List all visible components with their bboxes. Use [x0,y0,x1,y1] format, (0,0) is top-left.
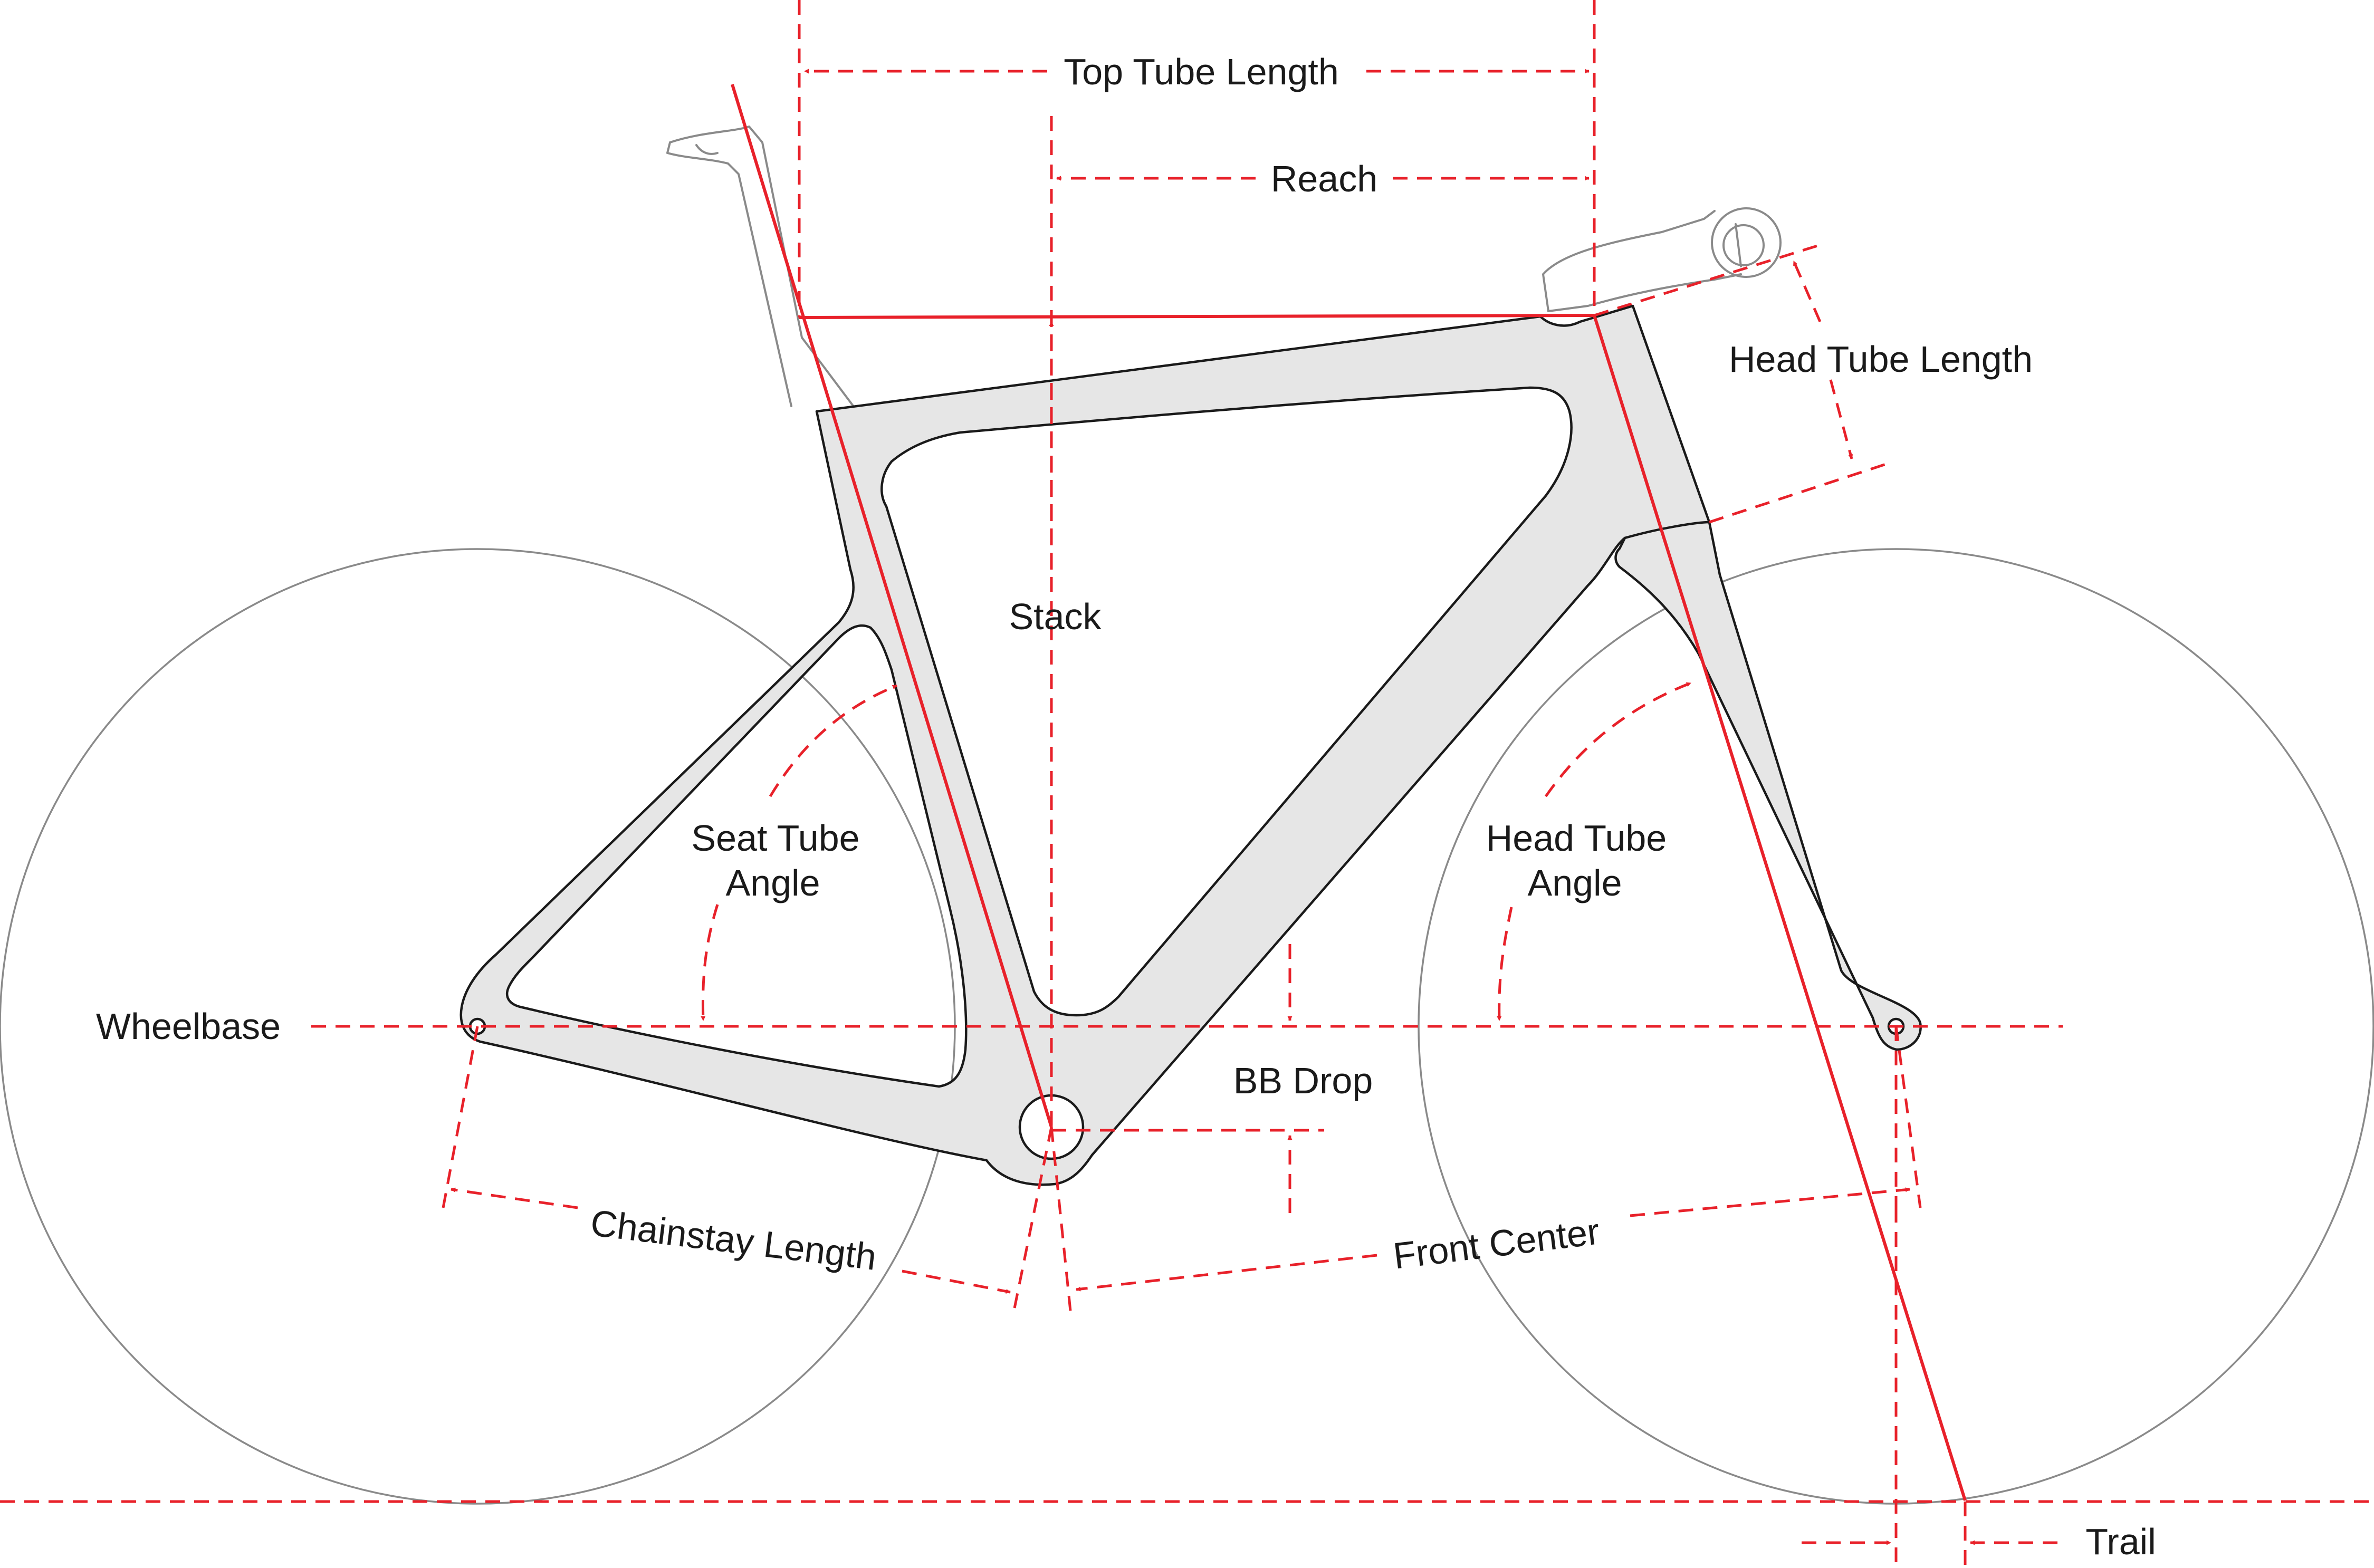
fork [1614,521,1922,1051]
front-center-label: Front Center [1391,1210,1602,1276]
head-tube-angle-label-line1: Head Tube [1486,817,1667,859]
chainstay-ref-rear [442,1026,479,1208]
bb-drop-label: BB Drop [1233,1060,1373,1101]
chainstay-ref-bb-2 [1050,1127,1073,1316]
chainstay-length-label: Chainstay Length [588,1202,878,1278]
stack-label: Stack [1009,596,1102,637]
head-tube-length-label: Head Tube Length [1729,339,2033,380]
head-tube-top-ref [1594,244,1818,317]
head-tube-length-arrow-bottom [1829,379,1853,459]
virtual-top-tube [799,314,1595,319]
head-tube-axis [1593,315,1967,1501]
head-tube-bottom-ref [1709,463,1887,524]
front-center-arrow-left [1076,1254,1377,1292]
chainstay-arrow-right [902,1269,1011,1294]
reach-label: Reach [1271,158,1377,199]
stem-and-handlebar [1542,207,1782,312]
seat-tube-angle-label-line1: Seat Tube [691,817,859,859]
chainstay-ref-bb-1 [1011,1127,1053,1316]
seat-tube-axis [731,84,1053,1128]
top-tube-length-label: Top Tube Length [1064,51,1339,92]
wheelbase-label: Wheelbase [96,1006,281,1047]
trail-label: Trail [2085,1521,2156,1562]
head-tube-angle-arc-top [1544,681,1691,797]
seat-tube-angle-arc-top [769,684,897,797]
head-tube-angle-arc-bottom [1497,907,1513,1021]
head-tube-angle-label-line2: Angle [1527,862,1622,903]
front-center-ref-1 [1894,1026,1922,1208]
seat-tube-angle-arc-bottom [701,904,719,1021]
seat-tube-angle-label-line2: Angle [725,862,820,903]
seatpost-and-saddle [666,126,858,412]
bike-frame [460,304,1711,1186]
chainstay-arrow-left [451,1187,578,1209]
head-tube-length-arrow-top [1792,261,1822,322]
